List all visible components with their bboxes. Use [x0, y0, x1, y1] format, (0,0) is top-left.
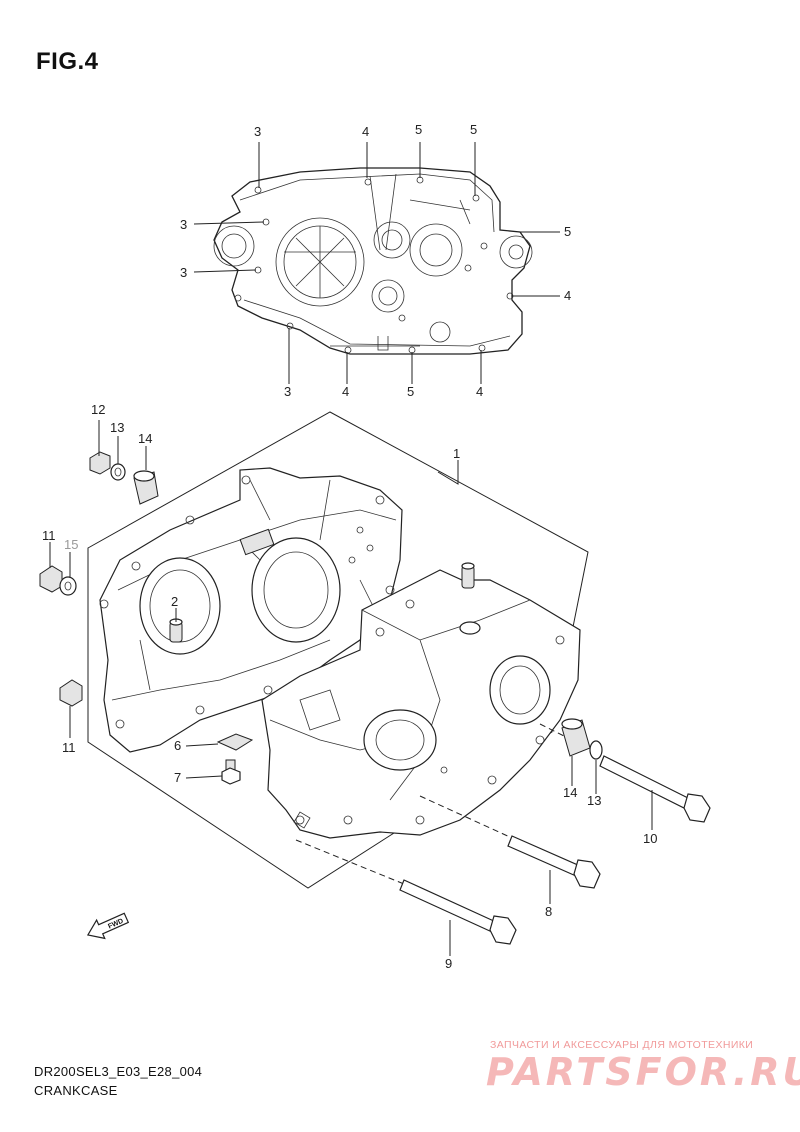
assembly-frame: [87, 411, 589, 889]
callout-part-1: 1: [453, 446, 460, 461]
collar-14-left: [133, 470, 159, 505]
callout-3-left-b: 3: [180, 265, 187, 280]
washer-13-left: [110, 463, 126, 481]
bolt-9: [399, 879, 517, 945]
callout-3-left-a: 3: [180, 217, 187, 232]
section-name: CRANKCASE: [34, 1083, 118, 1098]
callout-part-10: 10: [643, 831, 657, 846]
figure-title: FIG.4: [36, 48, 99, 75]
callout-part-15: 15: [64, 537, 78, 552]
left-crankcase-half: [99, 467, 403, 753]
crankcase-top-view: 3 4 5 5 3 5 3 4 3 4 5 4: [180, 122, 571, 399]
callout-part-11-lower: 11: [62, 740, 76, 755]
fwd-arrow: FWD: [86, 912, 130, 940]
watermark-logo: PARTSFOR.RU: [486, 1050, 800, 1094]
callout-part-7: 7: [174, 770, 181, 785]
bolt-8: [507, 835, 601, 889]
callout-5-right-a: 5: [564, 224, 571, 239]
callout-4-right-b: 4: [564, 288, 571, 303]
nut-11-upper: [39, 565, 63, 593]
crankcase-exploded-view: 1 2 6 7 8 9 10 11 11 12 13 13 14 14 15: [39, 402, 711, 971]
callout-4-bottom-a: 4: [342, 384, 349, 399]
callout-4-top-a: 4: [362, 124, 369, 139]
callout-part-6: 6: [174, 738, 181, 753]
callout-5-top-a: 5: [415, 122, 422, 137]
nut-11-lower: [59, 679, 83, 707]
nut-12: [89, 451, 111, 475]
washer-13-right: [589, 740, 603, 760]
plate-6: [216, 733, 254, 751]
collar-14-right: [561, 718, 591, 757]
fwd-arrow-icon: [86, 912, 130, 940]
callout-part-14-left: 14: [138, 431, 152, 446]
callout-5-top-b: 5: [470, 122, 477, 137]
callout-part-11-upper: 11: [42, 528, 56, 543]
callout-5-bottom: 5: [407, 384, 414, 399]
callout-part-13-right: 13: [587, 793, 601, 808]
bolt-10: [599, 755, 711, 823]
bolt-7: [221, 759, 241, 785]
callout-part-8: 8: [545, 904, 552, 919]
callout-part-13-left: 13: [110, 420, 124, 435]
right-crankcase-half: [261, 562, 581, 885]
model-code: DR200SEL3_E03_E28_004: [34, 1064, 203, 1079]
callout-part-2: 2: [171, 594, 178, 609]
washer-15: [59, 576, 77, 596]
callout-part-14-right: 14: [563, 785, 577, 800]
callout-part-9: 9: [445, 956, 452, 971]
callout-4-bottom-b: 4: [476, 384, 483, 399]
callout-part-12: 12: [91, 402, 105, 417]
callout-3-bottom: 3: [284, 384, 291, 399]
callout-3-top-a: 3: [254, 124, 261, 139]
watermark-tagline: ЗАПЧАСТИ И АКСЕССУАРЫ ДЛЯ МОТОТЕХНИКИ: [490, 1039, 754, 1051]
